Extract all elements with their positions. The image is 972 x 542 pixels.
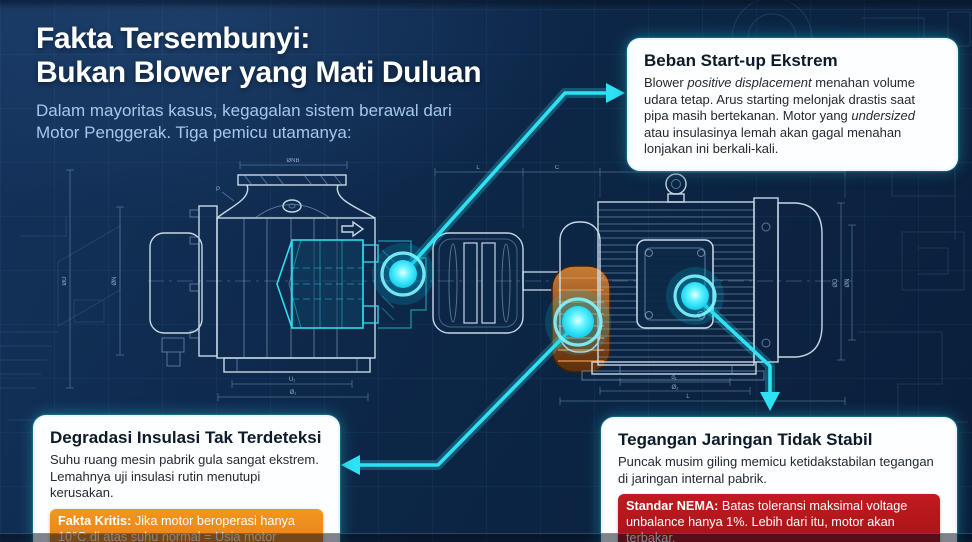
startup-body-italic2: undersized: [851, 108, 916, 123]
svg-text:ØN: ØN: [845, 279, 851, 288]
critical-fact-label: Fakta Kritis:: [58, 513, 132, 528]
bottom-edge-vignette: [0, 533, 972, 542]
insulation-body-line2: Lemahnya uji insulasi rutin menutupi ker…: [50, 468, 261, 501]
rotor-highlight: [276, 239, 427, 329]
callout-voltage: Tegangan Jaringan Tidak Stabil Puncak mu…: [601, 417, 957, 542]
svg-text:Ø₁: Ø₁: [290, 390, 297, 396]
blower-drawing: [149, 174, 376, 373]
connector-voltage: [691, 292, 780, 411]
insulation-body-line1: Suhu ruang mesin pabrik gula sangat ekst…: [50, 452, 319, 467]
coupling-drawing: [432, 232, 563, 334]
motor-dimension-labels: L C d₁ Ø₂ L ØD ØN: [476, 165, 851, 400]
motor-dimension-lines: [434, 168, 856, 405]
callout-insulation: Degradasi Insulasi Tak Terdeteksi Suhu r…: [33, 415, 340, 542]
callout-voltage-body: Puncak musim giling memicu ketidakstabil…: [618, 454, 940, 487]
callout-insulation-title: Degradasi Insulasi Tak Terdeteksi: [50, 428, 322, 447]
glow-dot-blower-shaft: [372, 243, 434, 305]
svg-text:d₁: d₁: [671, 375, 676, 381]
svg-text:L: L: [686, 394, 690, 400]
subtitle-line-1: Dalam mayoritas kasus, kegagalan sistem …: [36, 101, 452, 120]
svg-text:ØD: ØD: [62, 276, 68, 286]
callout-voltage-title: Tegangan Jaringan Tidak Stabil: [618, 430, 873, 449]
svg-text:ØNB: ØNB: [286, 158, 299, 164]
connector-startup: [399, 83, 625, 278]
connector-insulation: [341, 318, 582, 475]
page-title: Fakta Tersembunyi: Bukan Blower yang Mat…: [36, 22, 482, 90]
nema-standard-label: Standar NEMA:: [626, 499, 719, 513]
svg-text:L: L: [476, 165, 480, 171]
callout-insulation-body: Suhu ruang mesin pabrik gula sangat ekst…: [50, 452, 323, 502]
top-edge-vignette: [0, 0, 972, 10]
startup-body-pre: Blower: [644, 75, 688, 90]
page-subtitle: Dalam mayoritas kasus, kegagalan sistem …: [36, 100, 481, 144]
svg-text:P: P: [216, 187, 220, 193]
voltage-body-line2: di jaringan internal pabrik.: [618, 470, 767, 486]
startup-body-italic1: positive displacement: [687, 75, 812, 90]
glow-dot-motor-frame: [666, 267, 724, 325]
svg-text:U₁: U₁: [289, 377, 295, 383]
arrow-down-icon: [760, 392, 780, 411]
svg-text:ØD: ØD: [833, 278, 839, 288]
blower-dimension-lines: [66, 161, 369, 401]
startup-body-mid: menahan volume udara tetap. Arus startin…: [644, 75, 915, 123]
callout-startup-body: Blower positive displacement menahan vol…: [644, 75, 941, 158]
subtitle-line-2: Motor Penggerak. Tiga pemicu utamanya:: [36, 123, 352, 142]
startup-body-post: atau insulasinya lemah akan gagal menaha…: [644, 124, 902, 157]
voltage-body-line1: Puncak musim giling memicu ketidakstabil…: [618, 454, 934, 469]
blower-dimension-labels: ØNB P ØD ØN U₁ Ø₁: [62, 158, 300, 396]
svg-text:C: C: [555, 165, 560, 171]
header: Fakta Tersembunyi: Bukan Blower yang Mat…: [36, 22, 482, 144]
callout-startup-title: Beban Start-up Ekstrem: [644, 51, 838, 70]
svg-text:ØN: ØN: [112, 277, 118, 286]
svg-text:Ø₂: Ø₂: [672, 385, 680, 391]
glow-dot-motor-winding: [545, 289, 611, 355]
arrow-left-icon: [341, 455, 360, 475]
title-line-2: Bukan Blower yang Mati Duluan: [36, 56, 482, 89]
callout-startup-load: Beban Start-up Ekstrem Blower positive d…: [627, 38, 958, 171]
title-line-1: Fakta Tersembunyi:: [36, 22, 310, 55]
arrow-right-icon: [606, 83, 625, 103]
